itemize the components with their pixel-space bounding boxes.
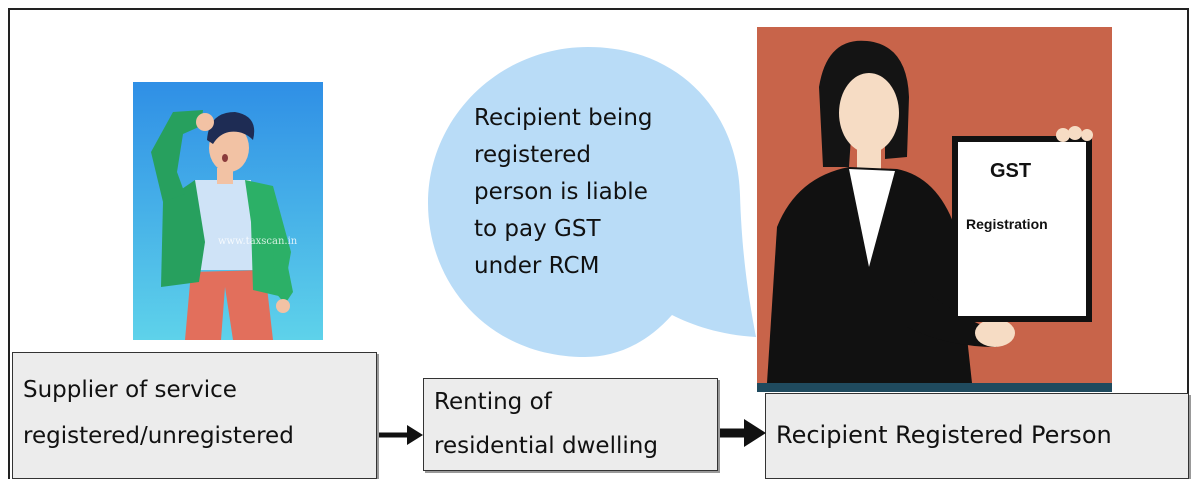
supplier-box: Supplier of service registered/unregiste… [12, 352, 377, 479]
bubble-line-2: registered [474, 142, 591, 168]
recipient-box: Recipient Registered Person [765, 393, 1189, 479]
bubble-line-3: person is liable [474, 179, 648, 205]
watermark-text: www.taxscan.in [218, 236, 298, 247]
gst-certificate-subtitle: Registration [966, 216, 1048, 232]
renting-line-1: Renting of [434, 389, 552, 415]
bubble-text: Recipient being registered person is lia… [474, 100, 714, 285]
renting-line-2: residential dwelling [434, 433, 658, 459]
recipient-label: Recipient Registered Person [776, 421, 1112, 449]
confused-man-illustration [133, 82, 323, 340]
gst-certificate-title: GST [990, 160, 1032, 182]
bubble-line-4: to pay GST [474, 216, 601, 242]
arrow-2 [720, 419, 766, 447]
businesswoman-illustration [757, 27, 1112, 392]
speech-bubble [428, 47, 756, 357]
arrow-1 [379, 425, 423, 445]
bubble-line-5: under RCM [474, 253, 600, 279]
supplier-line-2: registered/unregistered [23, 423, 294, 449]
bubble-line-1: Recipient being [474, 105, 653, 131]
renting-box: Renting of residential dwelling [423, 378, 718, 471]
supplier-line-1: Supplier of service [23, 377, 237, 403]
